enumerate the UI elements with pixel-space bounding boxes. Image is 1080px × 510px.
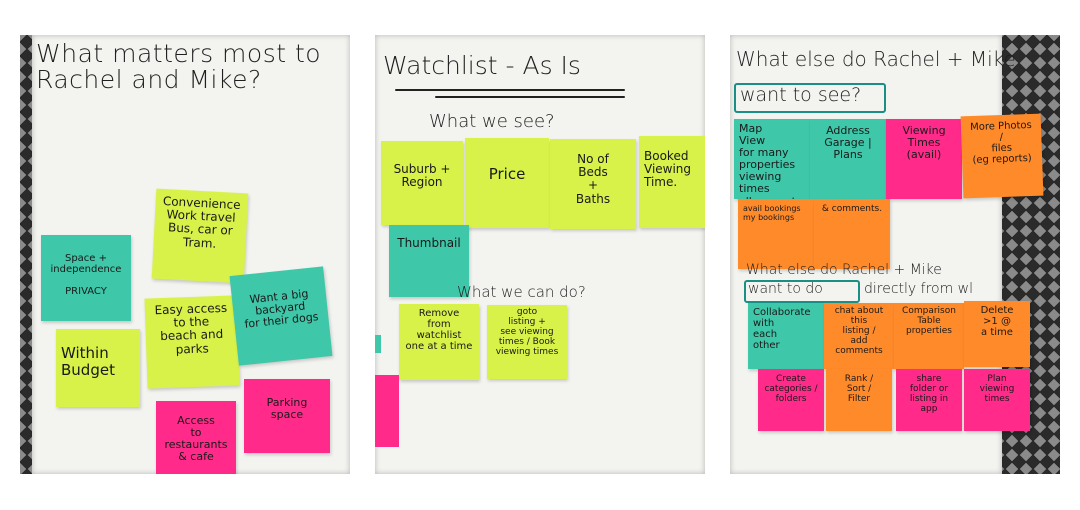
sticky-note-map-view: Map View for many properties viewing tim… xyxy=(734,119,810,207)
section-box-outline xyxy=(744,280,860,303)
sticky-note-more-photos: More Photos / files (eg reports) xyxy=(960,113,1044,199)
photo-what-matters-most: What matters most to Rachel and Mike? Sp… xyxy=(20,35,350,474)
teal-note-edge xyxy=(375,335,381,353)
title-underline xyxy=(395,89,625,91)
sticky-note-thumbnail: Thumbnail xyxy=(389,225,469,297)
sticky-note-rank: Rank / Sort / Filter xyxy=(826,369,892,431)
title-underline-second xyxy=(435,96,625,98)
sticky-note-plan-viewing: Plan viewing times xyxy=(964,369,1030,431)
sticky-note-share: share folder or listing in app xyxy=(896,369,962,431)
panel-title: What matters most to Rachel and Mike? xyxy=(36,39,322,95)
sticky-note-viewing-times: Viewing Times (avail) xyxy=(886,119,962,199)
sticky-note-suburb: Suburb + Region xyxy=(381,141,463,225)
sticky-note-budget: Within Budget xyxy=(56,329,140,407)
sticky-note-parking: Parking space xyxy=(244,379,330,453)
sticky-note-address: Address Garage | Plans xyxy=(810,119,886,199)
sticky-note-bookings: avail bookings my bookings xyxy=(738,199,814,269)
sticky-note-backyard: Want a big backyard for their dogs xyxy=(229,266,333,366)
sticky-note-collaborate: Collaborate with each other xyxy=(748,303,824,369)
mesh-fence xyxy=(20,35,34,474)
title-box-outline xyxy=(734,83,886,113)
sticky-note-chat: chat about this listing / add comments xyxy=(824,303,894,369)
sticky-note-comparison: Comparison Table properties xyxy=(894,303,964,369)
sticky-note-delete: Delete >1 @ a time xyxy=(964,301,1030,367)
section-heading-do-line3: directly from wl xyxy=(864,281,974,297)
photo-watchlist-as-is: Watchlist - As Is What we see? Suburb + … xyxy=(375,35,705,474)
panel-title-line1: What else do Rachel + Mike xyxy=(736,47,1016,71)
panel-title: Watchlist - As Is xyxy=(383,51,581,80)
panel-title-line2: want to see? xyxy=(740,84,862,106)
section-heading-what-we-see: What we see? xyxy=(429,111,555,132)
sticky-note-space: Space + independence PRIVACY xyxy=(41,235,131,321)
sticky-note-beach: Easy access to the beach and parks xyxy=(144,295,240,389)
sticky-note-restaurants: Access to restaurants & cafe xyxy=(156,401,236,474)
sticky-note-create-categories: Create categories / folders xyxy=(758,369,824,431)
section-heading-do-line1: What else do Rachel + Mike xyxy=(746,262,942,278)
sticky-note-beds: No of Beds + Baths xyxy=(550,139,636,229)
pink-note-edge xyxy=(375,375,399,447)
sticky-note-remove: Remove from watchlist one at a time xyxy=(399,304,479,380)
photo-what-else: What else do Rachel + Mike want to see? … xyxy=(730,35,1060,474)
sticky-note-booked-viewing: Booked Viewing Time. xyxy=(639,136,705,228)
sticky-note-price: Price xyxy=(465,138,549,228)
section-heading-do-line2: want to do xyxy=(748,281,823,297)
section-heading-what-we-can-do: What we can do? xyxy=(457,283,586,301)
sticky-note-goto-listing: goto listing + see viewing times / Book … xyxy=(487,305,567,379)
sticky-note-convenience: Convenience Work travel Bus, car or Tram… xyxy=(151,188,249,284)
sticky-note-comments: & comments. xyxy=(814,199,890,269)
